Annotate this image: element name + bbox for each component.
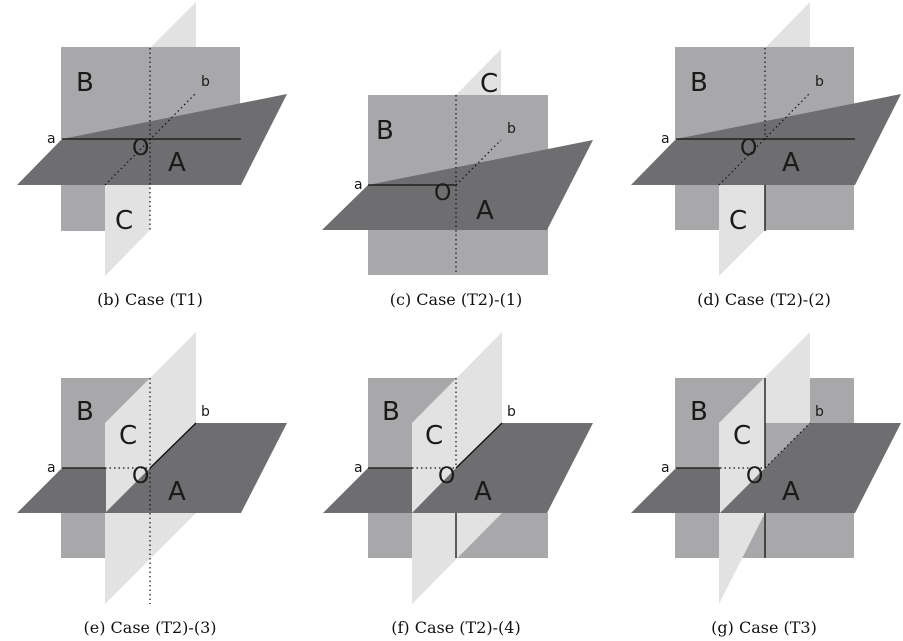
label-a: A [782, 477, 800, 507]
caption: (e) Case (T2)-(3) [84, 618, 217, 637]
panel-b-t1: B A C O a b (b) Case (T1) [17, 2, 287, 309]
label-o: O [132, 136, 149, 161]
label-a-small: a [661, 131, 670, 147]
label-b-small: b [507, 404, 516, 420]
label-a-small: a [47, 460, 56, 476]
plane-c-front [105, 185, 150, 276]
label-a-small: a [47, 131, 56, 147]
plane-c-front [719, 185, 765, 276]
label-a: A [168, 148, 186, 178]
plane-c-back [456, 49, 501, 95]
label-c: C [480, 69, 498, 99]
plane-b-lower [61, 185, 105, 231]
line-b-dotted [764, 422, 811, 469]
label-a: A [782, 148, 800, 178]
label-o: O [746, 464, 763, 489]
label-b: B [76, 397, 94, 427]
panel-c-t2-1: C B A O a b (c) Case (T2)-(1) [322, 49, 593, 309]
caption: (c) Case (T2)-(1) [390, 290, 522, 309]
label-b: B [382, 397, 400, 427]
label-a-small: a [354, 460, 363, 476]
label-a: A [474, 477, 492, 507]
label-b-small: b [201, 404, 210, 420]
caption: (b) Case (T1) [97, 290, 203, 309]
label-o: O [132, 464, 149, 489]
caption: (f) Case (T2)-(4) [391, 618, 520, 637]
label-a-small: a [354, 177, 363, 193]
label-c: C [729, 206, 747, 236]
label-b: B [376, 116, 394, 146]
label-b: B [76, 68, 94, 98]
panel-d-t2-2: B A C O a b (d) Case (T2)-(2) [631, 2, 901, 309]
plane-a [322, 140, 593, 230]
label-a: A [168, 477, 186, 507]
panel-e-t2-3: B C A O a b (e) Case (T2)-(3) [17, 332, 287, 637]
line-b-dotted [455, 139, 502, 186]
plane-a [323, 468, 412, 513]
plane-a [631, 468, 720, 513]
panel-g-t3: B C A O a b (g) Case (T3) [631, 332, 901, 637]
label-c: C [115, 206, 133, 236]
label-b-small: b [201, 74, 210, 90]
plane-a-right [412, 423, 593, 513]
plane-a-right [720, 423, 901, 513]
label-o: O [740, 136, 757, 161]
line-b [149, 422, 197, 469]
label-o: O [438, 464, 455, 489]
panel-f-t2-4: B C A O a b (f) Case (T2)-(4) [323, 332, 593, 637]
label-b: B [690, 68, 708, 98]
label-a: A [476, 196, 494, 226]
caption: (d) Case (T2)-(2) [697, 290, 831, 309]
label-b-small: b [815, 404, 824, 420]
label-a-small: a [661, 460, 670, 476]
label-b-small: b [815, 74, 824, 90]
caption: (g) Case (T3) [711, 618, 817, 637]
label-c: C [425, 421, 443, 451]
label-b: B [690, 397, 708, 427]
line-b [455, 422, 503, 469]
label-o: O [434, 181, 451, 206]
plane-b-lower [61, 513, 105, 558]
label-c: C [119, 421, 137, 451]
label-c: C [733, 421, 751, 451]
plane-a [17, 468, 106, 513]
label-b-small: b [507, 121, 516, 137]
